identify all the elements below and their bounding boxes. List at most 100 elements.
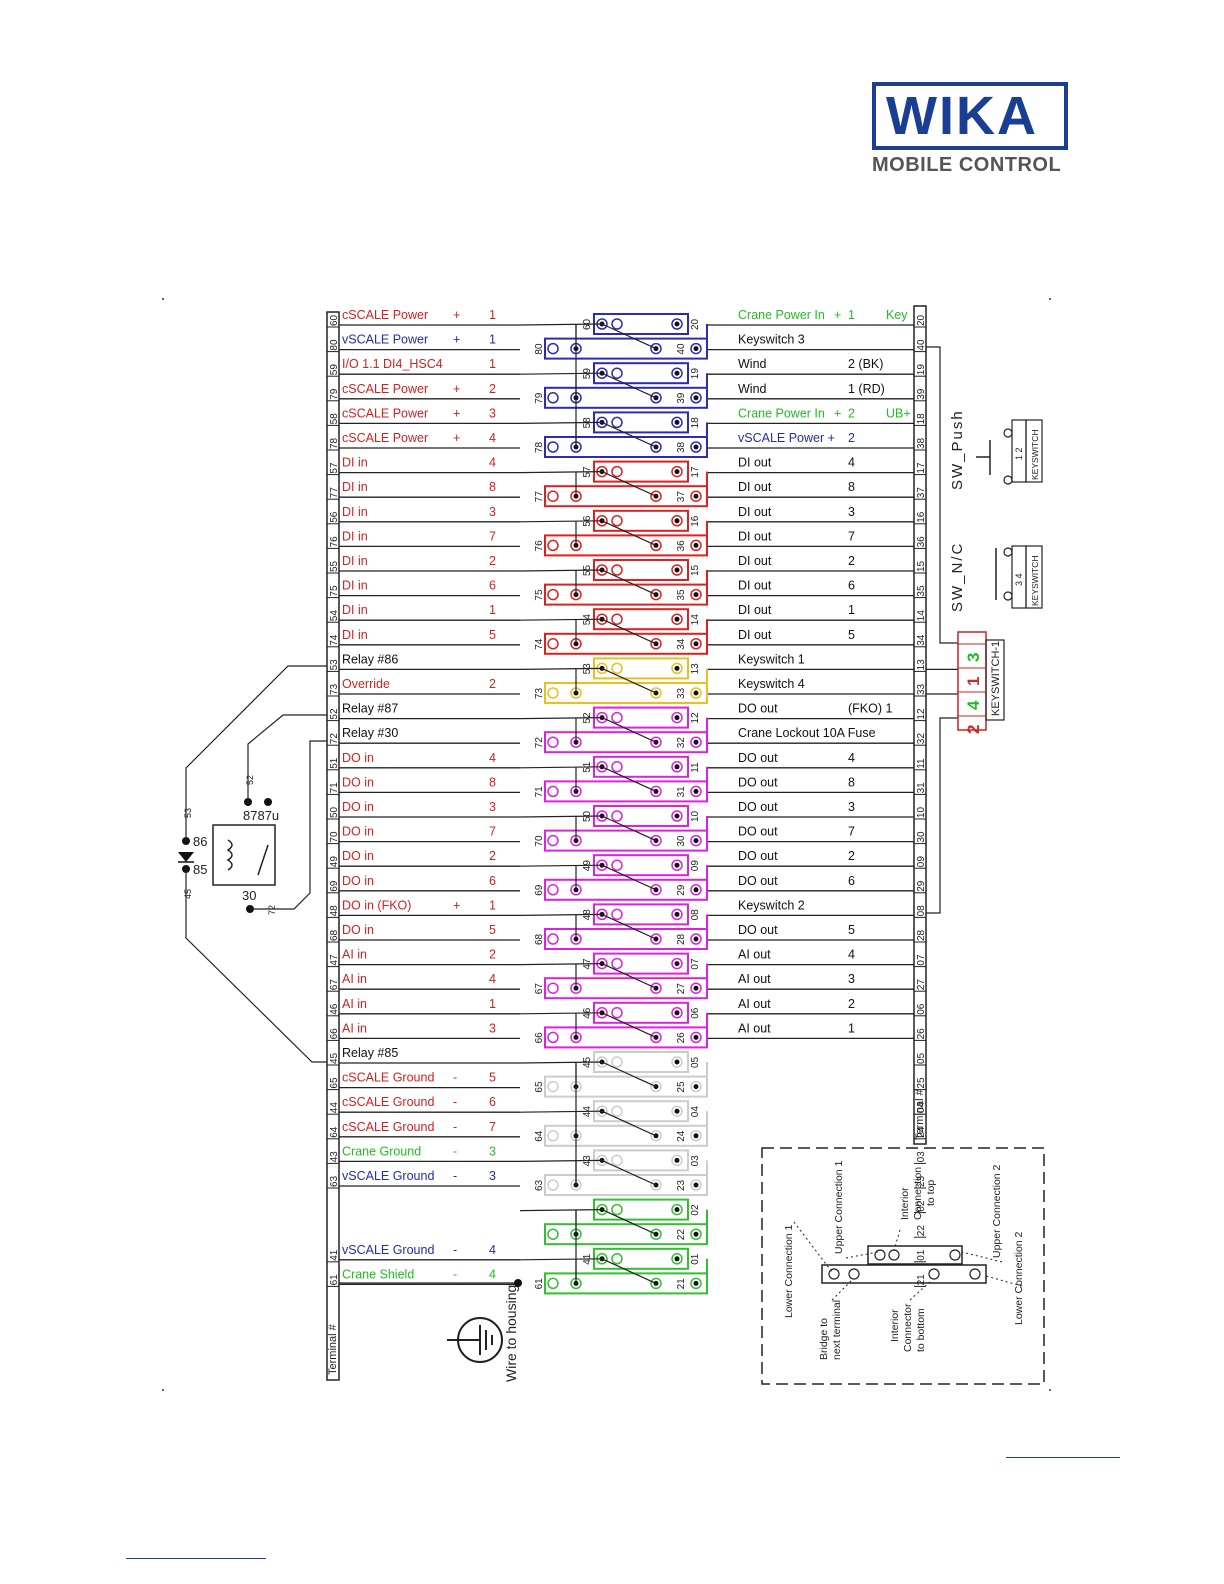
left-signal-value: 3 <box>489 406 496 420</box>
wire-dot <box>693 493 699 499</box>
screw-hole <box>547 884 559 896</box>
block-number: 53 <box>582 663 593 675</box>
right-terminal-number: 08 <box>916 905 927 917</box>
inner-wire <box>519 717 603 720</box>
screw-hole <box>690 687 702 699</box>
screw-hole <box>671 1105 683 1117</box>
block-number: 44 <box>582 1106 593 1118</box>
right-signal-extra: UB+ <box>886 406 911 420</box>
left-signal-value: 6 <box>489 579 496 593</box>
right-signal-label: Keyswitch 2 <box>738 898 805 912</box>
left-signal-value: 2 <box>489 948 496 962</box>
inner-wire <box>519 323 603 326</box>
right-signal-label: DO out <box>738 751 778 765</box>
screw-hole <box>611 957 623 970</box>
right-signal-value: 5 <box>848 628 855 642</box>
right-signal-label: AI out <box>738 948 771 962</box>
wire-dot <box>674 665 680 671</box>
right-signal-value: 4 <box>848 948 855 962</box>
connector-pin: 1 <box>964 677 983 686</box>
right-signal-label: Keyswitch 1 <box>738 652 805 666</box>
right-signal-value: 3 <box>848 972 855 986</box>
relay-terminal <box>264 798 272 806</box>
right-terminal-number: 28 <box>916 929 927 941</box>
block-number: 45 <box>582 1056 593 1068</box>
legend-interior-top-3: to top <box>925 1180 937 1206</box>
left-signal-value: 1 <box>489 357 496 371</box>
right-terminal-number: 31 <box>916 782 927 794</box>
right-terminal-number: 23 <box>916 1175 927 1187</box>
block-number: 58 <box>582 417 593 429</box>
screw-hole <box>690 785 702 798</box>
left-terminal-number: 46 <box>329 1003 340 1015</box>
wire-dot <box>693 985 699 991</box>
right-signal-label: DI out <box>738 579 772 593</box>
right-signal-value: 2 <box>848 849 855 863</box>
left-signal-label: I/O 1.1 DI4_HSC4 <box>342 357 443 371</box>
block-number: 51 <box>582 761 593 773</box>
block-number: 33 <box>676 687 687 699</box>
connector-pin: 3 <box>964 653 983 662</box>
left-terminal-number: 53 <box>329 659 340 671</box>
right-signal-label: DO out <box>738 825 778 839</box>
right-signal-label: DO out <box>738 874 778 888</box>
block-number: 57 <box>582 466 593 478</box>
left-terminal-number: 66 <box>329 1028 340 1040</box>
ground-symbol: Wire to housing <box>339 1279 522 1382</box>
screw-hole <box>611 1154 623 1167</box>
relay-wire-45 <box>185 869 327 1063</box>
right-signal-value: 4 <box>848 751 855 765</box>
screw-hole <box>650 687 662 699</box>
legend-screw <box>949 1249 961 1261</box>
left-signal-label: DO in <box>342 923 374 937</box>
block-number: 55 <box>582 564 593 576</box>
block-number: 36 <box>676 540 687 552</box>
right-terminal-number: 09 <box>916 856 927 868</box>
left-terminal-number: 57 <box>329 462 340 474</box>
keyswitch-connector-label: KEYSWITCH-1 <box>990 641 1002 716</box>
wire-dot <box>674 616 680 622</box>
right-signal-value: 5 <box>848 923 855 937</box>
upper-terminal-block <box>593 1001 689 1024</box>
block-number: 16 <box>690 515 701 527</box>
inner-wire <box>519 569 603 572</box>
upper-terminal-block <box>593 1247 689 1270</box>
block-number: 50 <box>582 810 593 822</box>
screw-hole <box>547 1179 559 1191</box>
left-terminal-number: 51 <box>329 757 340 769</box>
left-signal-label: AI in <box>342 948 367 962</box>
wika-logo: WIKA MOBILE CONTROL <box>872 82 1072 182</box>
block-number: 26 <box>676 1032 687 1044</box>
screw-hole <box>611 908 623 921</box>
wire-dot <box>693 1280 699 1286</box>
right-signal-label: Keyswitch 3 <box>738 333 805 347</box>
block-number: 17 <box>690 466 701 478</box>
relay-wire-53 <box>185 665 327 841</box>
screw-hole <box>611 564 623 576</box>
wire-dot <box>693 542 699 548</box>
wire-dot <box>674 1108 680 1114</box>
inner-wire <box>519 815 603 818</box>
legend-screw <box>828 1268 840 1280</box>
left-signal-label: DI in <box>342 456 368 470</box>
inner-wire <box>601 1012 657 1038</box>
sw-push-keyswitch-text: KEYSWITCH <box>1030 429 1040 480</box>
screw-hole <box>611 711 623 724</box>
right-terminal-number: 27 <box>916 979 927 991</box>
footer-rule-right <box>1006 1457 1120 1458</box>
block-number: 38 <box>676 441 687 453</box>
block-number: 34 <box>676 638 687 650</box>
upper-terminal-block <box>593 854 689 877</box>
left-signal-label: vSCALE Power <box>342 333 428 347</box>
wire-dot <box>693 395 699 401</box>
screw-hole <box>690 1031 702 1044</box>
screw-hole <box>611 515 623 527</box>
sw-nc-keyswitch-box <box>1025 545 1043 609</box>
left-terminal-number: 50 <box>329 806 340 818</box>
block-number: 49 <box>582 860 593 872</box>
legend-interior-bottom-2: Connector <box>902 1303 914 1352</box>
legend-leader <box>893 1229 901 1251</box>
corner-mark <box>1049 1389 1051 1391</box>
right-signal-value: 1 <box>848 603 855 617</box>
